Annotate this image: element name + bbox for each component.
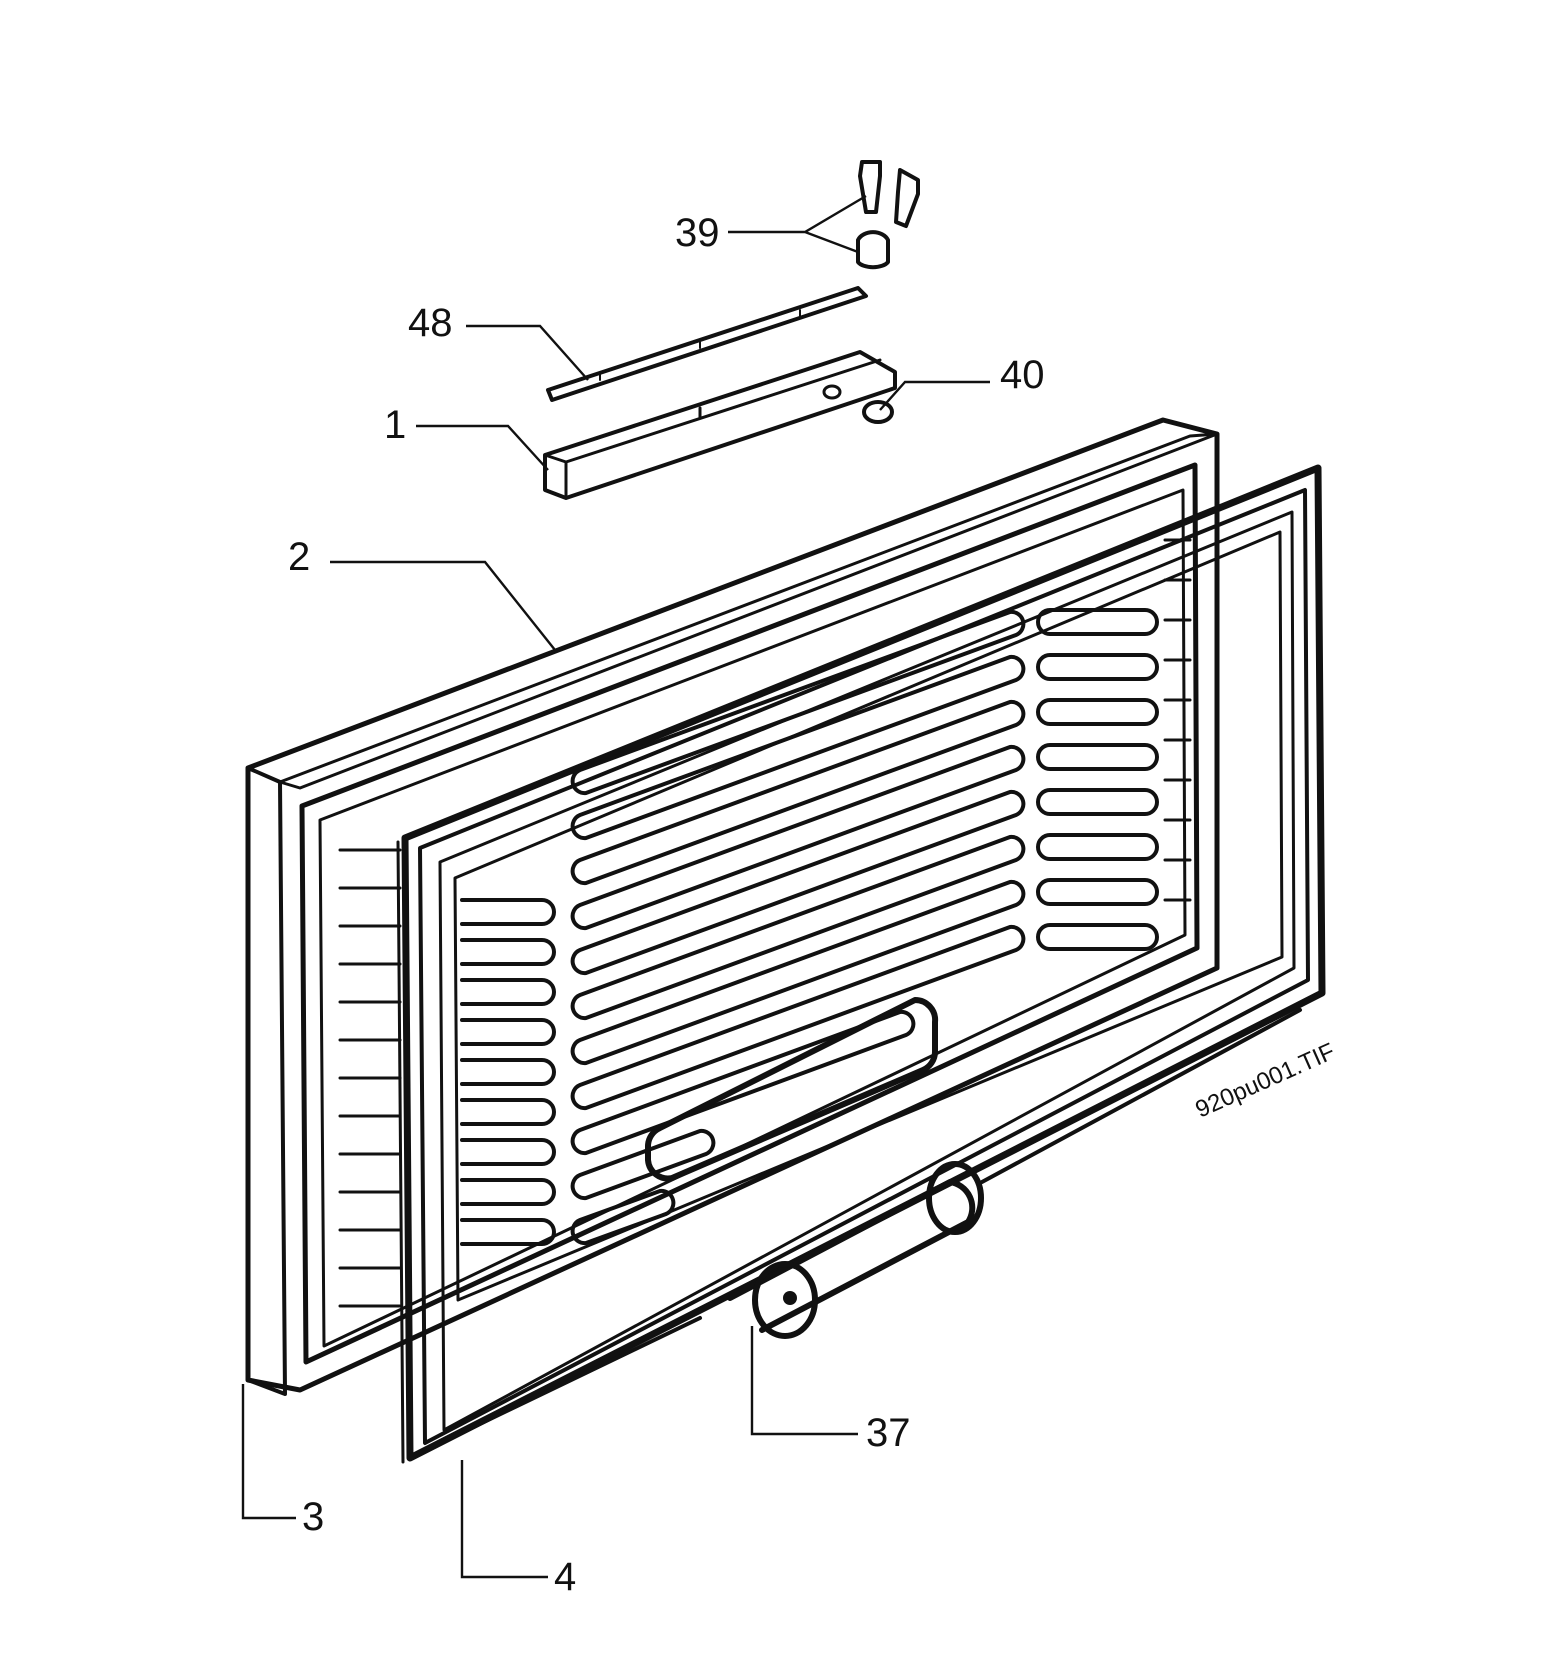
- leader-1: [416, 424, 549, 471]
- callout-48: 48: [408, 301, 453, 345]
- callout-39: 39: [675, 211, 720, 255]
- hinge-fasteners: [856, 160, 920, 270]
- hinge-bracket: [543, 350, 897, 500]
- leader-37: [750, 1326, 858, 1436]
- door-gasket: [396, 464, 1326, 1464]
- panel-ridges: [338, 848, 402, 1308]
- callout-37: 37: [866, 1411, 911, 1455]
- callout-labels: 39 48 40 1 2 37 3 4: [288, 211, 1045, 1599]
- cooling-fins: [460, 608, 1159, 1246]
- callout-3: 3: [302, 1495, 324, 1539]
- leader-3: [241, 1384, 296, 1520]
- callout-40: 40: [1000, 353, 1045, 397]
- leader-39: [728, 194, 867, 254]
- callout-4: 4: [554, 1555, 576, 1599]
- leader-48: [466, 324, 589, 381]
- insulation-edge: [246, 766, 287, 1396]
- callout-1: 1: [384, 403, 406, 447]
- callout-2: 2: [288, 535, 310, 579]
- handle-rail: [428, 1008, 1302, 1450]
- leader-4: [460, 1460, 548, 1579]
- leader-40: [879, 380, 990, 411]
- door-panel: [245, 417, 1220, 1396]
- leader-lines: [241, 194, 990, 1579]
- hinge-strip: [546, 286, 868, 402]
- leader-2: [330, 560, 556, 651]
